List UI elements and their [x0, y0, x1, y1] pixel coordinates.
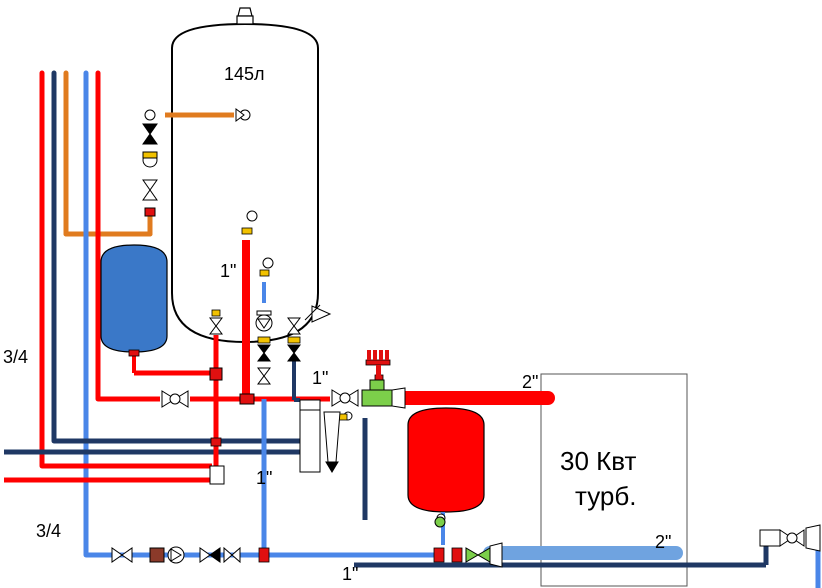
boiler-type-label: турб.	[575, 481, 636, 511]
yellow-fittings	[211, 227, 348, 421]
tank-volume-label: 145л	[224, 64, 265, 84]
hydraulic-separator-icon	[209, 399, 341, 485]
pipe-label-34-upper: 3/4	[3, 347, 28, 367]
expansion-vessel-blue	[100, 244, 168, 353]
pipe-label-1in-lower: 1"	[256, 468, 272, 488]
safety-group-icon	[365, 350, 391, 377]
circulation-pumps	[149, 310, 273, 564]
left-risers	[39, 70, 153, 558]
pipe-label-1in-bottom: 1"	[342, 564, 358, 584]
pipe-label-2in-bottom: 2"	[655, 532, 671, 552]
cold-lines	[120, 282, 821, 588]
expansion-vessel-red	[407, 407, 485, 545]
ball-valves	[111, 123, 805, 564]
pipe-label-1in-mid: 1"	[312, 368, 328, 388]
storage-tank	[171, 7, 319, 344]
air-vent-icon	[237, 7, 253, 17]
pipe-label-34-lower: 3/4	[36, 521, 61, 541]
tee-fittings	[209, 304, 321, 405]
pipe-size-labels: 1" 1" 1" 1" 2" 2" 3/4 3/4	[3, 261, 671, 584]
boiler-box	[540, 373, 688, 587]
pipe-reducers	[391, 387, 821, 568]
green-fittings	[361, 379, 491, 563]
boiler-power-label: 30 Квт	[560, 446, 637, 476]
pipe-label-2in-top: 2"	[522, 372, 538, 392]
pipe-label-1in-vertical: 1"	[220, 261, 236, 281]
